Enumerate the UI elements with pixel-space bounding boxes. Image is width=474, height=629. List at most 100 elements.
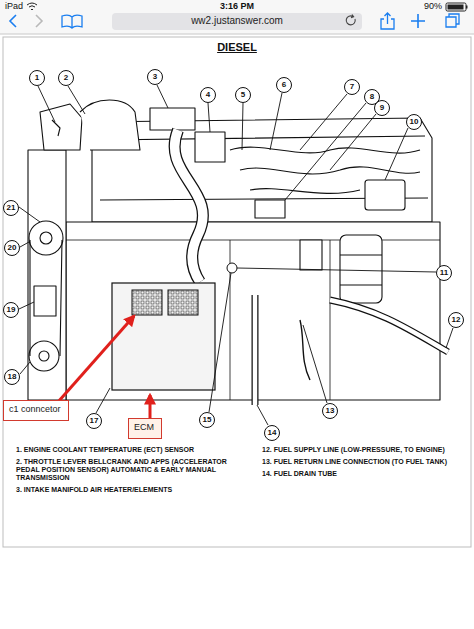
crank-hub [39,351,49,361]
toolbar-rule [0,34,474,35]
url-field [112,13,362,30]
callout-circle [4,303,19,318]
callout-circle [265,426,280,441]
box-text: ECM [134,422,156,433]
fuel-pump-head [365,180,405,210]
callout-box: c1 conncetor [3,400,69,421]
apps-bellcrank [195,132,225,162]
callout-number: 12 [452,315,461,324]
fuel-supply-line-outline [330,300,448,352]
callout-number: 7 [350,82,354,91]
ect-sensor [52,120,60,136]
callout-number: 6 [282,80,286,89]
intake-hose-outline [175,130,203,282]
legend-note: 14. FUEL DRAIN TUBE [262,470,462,478]
callout-circle [5,370,20,385]
intake-hose [175,130,203,282]
drive-belt [30,240,62,356]
forward-button [36,15,42,27]
legend-note: 2. THROTTLE LEVER BELLCRANK AND APPS (AC… [16,458,238,482]
fuel-drain-tube [253,295,258,405]
new-tab-icon [411,14,425,28]
leader-lines [19,85,453,425]
callout-number: 21 [7,203,16,212]
callout-circle [5,241,20,256]
share-icon [381,13,394,29]
callout-number: 3 [153,72,157,81]
cylinder-head [92,118,432,222]
front-bracket [34,286,56,316]
reload-icon [346,15,355,25]
callout-number: 19 [7,305,16,314]
alternator [29,221,63,255]
injection-pump [300,240,322,270]
engine-drawing [28,100,440,400]
c1-connector [132,290,162,315]
callout-number: 8 [370,92,374,101]
battery-level [448,5,464,10]
front-cover [28,150,66,400]
red-arrow [149,395,152,420]
callout-circle [201,88,216,103]
intake-horn [80,100,140,150]
battery-tip [466,6,468,9]
callout-circle [345,80,360,95]
legend-note: 3. INTAKE MANIFOLD AIR HEATER/ELEMENTS [16,486,238,494]
injection-line [250,189,360,194]
callout-circle [277,78,292,93]
red-arrow [58,316,134,402]
callout-number: 10 [410,117,419,126]
callout-circle [407,115,422,130]
callout-number: 2 [64,73,68,82]
battery-icon [446,3,466,11]
callout-circle [236,88,251,103]
c2-connector [168,290,198,315]
callout-circle [437,266,452,281]
callout-circle [4,201,19,216]
status-time: 3:16 PM [220,1,254,11]
callout-number: 4 [206,90,210,99]
bookmarks-icon [62,15,82,28]
callout-number: 13 [326,406,335,415]
callout-circle [200,413,215,428]
browser-toolbar [0,0,474,34]
legend-note: 1. ENGINE COOLANT TEMPERATURE (ECT) SENS… [16,446,238,454]
callout-number: 5 [241,90,245,99]
callout-number: 18 [8,372,17,381]
callout-circle [30,71,45,86]
callout-circle [148,70,163,85]
box-text: c1 conncetor [9,404,63,415]
fitting [227,263,237,273]
air-heater [150,108,195,130]
crank-pulley [29,341,59,371]
back-button [10,15,16,27]
status-text: iPad [5,1,23,11]
fuel-return-line [300,320,310,380]
tabs-icon [446,14,459,27]
callout-box: ECM [128,418,162,439]
fuel-drain-tube-outline [252,295,259,405]
image-frame [3,37,471,547]
fuel-supply-line [330,300,448,352]
diagram-title: DIESEL [217,41,257,54]
legend-note: 12. FUEL SUPPLY LINE (LOW-PRESSURE, TO E… [262,446,462,454]
url-text: ww2.justanswer.com [191,15,283,27]
callout-circle [449,313,464,328]
thermostat-housing [40,104,82,150]
callout-number: 20 [8,243,17,252]
callout-circle [87,414,102,429]
wifi-icon [27,3,37,10]
injection-line [240,167,420,174]
fuel-filter [340,235,382,303]
ecm-module [112,283,215,390]
callout-number: 9 [380,103,384,112]
callout-number: 11 [440,268,448,277]
callout-number: 17 [90,416,99,425]
callout-number: 14 [268,428,277,437]
callout-circle [59,71,74,86]
callout-number: 1 [35,73,39,82]
callout-circle [375,101,390,116]
alternator-hub [40,232,52,244]
sensor-block [255,200,285,218]
